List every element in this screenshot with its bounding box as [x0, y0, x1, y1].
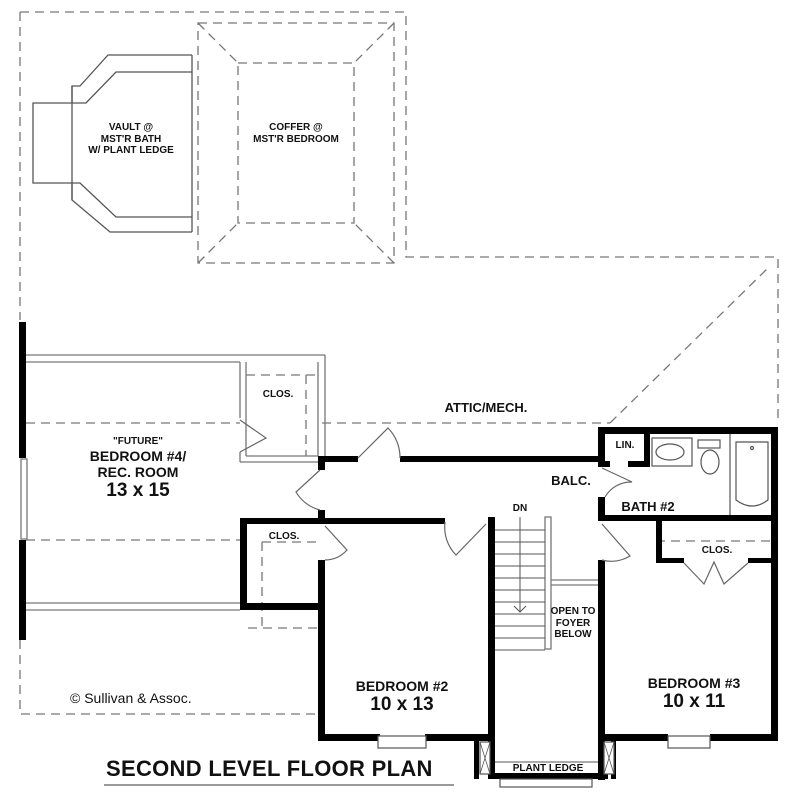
title-underline: [104, 784, 454, 786]
bedroom4-dims: 13 x 15: [106, 479, 170, 501]
open-foyer-line-1: OPEN TO: [550, 606, 596, 617]
bedroom2-name: BEDROOM #2: [355, 678, 449, 694]
coffer-line-1: COFFER @: [269, 122, 323, 133]
bedroom3-dims: 10 x 11: [662, 691, 726, 713]
coffer-outer: [197, 22, 395, 264]
closet-b2-label: CLOS.: [268, 531, 300, 542]
vault-outline: [32, 54, 192, 233]
bedroom4-name: BEDROOM #4/: [89, 447, 187, 464]
staircase: [495, 517, 598, 763]
open-foyer-label: OPEN TO FOYER BELOW: [551, 606, 596, 641]
vault-line-1: VAULT @: [108, 122, 154, 133]
plan-title: SECOND LEVEL FLOOR PLAN: [106, 756, 433, 781]
open-foyer-line-2: FOYER: [555, 617, 591, 629]
closet-b4-label: CLOS.: [262, 389, 294, 400]
bedroom3-label: BEDROOM #3 10 x 11: [648, 675, 741, 713]
bedroom4-tag: "FUTURE": [112, 436, 164, 447]
copyright-notice: © Sullivan & Assoc.: [70, 690, 192, 706]
bath2-label: BATH #2: [621, 499, 675, 514]
bedroom2-label: BEDROOM #2 10 x 13: [356, 678, 449, 716]
roof-outline-dashed: [20, 11, 779, 420]
vault-line-3: W/ PLANT LEDGE: [88, 145, 174, 156]
bedroom4-name2: REC. ROOM: [97, 463, 179, 480]
coffer-label: COFFER @ MST'R BEDROOM: [253, 122, 339, 145]
vault-line-2: MST'R BATH: [100, 133, 162, 145]
bedroom3-name: BEDROOM #3: [647, 675, 741, 691]
coffer-inner: [237, 62, 355, 224]
plant-ledge-label: PLANT LEDGE: [512, 763, 584, 774]
balcony-label: BALC.: [551, 473, 591, 488]
coffer-line-2: MST'R BEDROOM: [253, 133, 339, 145]
open-foyer-line-3: BELOW: [554, 629, 592, 640]
walls: [19, 322, 778, 780]
bedroom2-dims: 10 x 13: [370, 694, 434, 716]
bath-fixtures: [651, 434, 769, 515]
attic-label: ATTIC/MECH.: [444, 400, 528, 415]
linen-label: LIN.: [615, 440, 635, 451]
stairs-dn-label: DN: [512, 503, 528, 514]
closet-b3-label: CLOS.: [701, 545, 733, 556]
bedroom4-label: "FUTURE" BEDROOM #4/ REC. ROOM 13 x 15: [90, 436, 186, 502]
vault-label: VAULT @ MST'R BATH W/ PLANT LEDGE: [88, 122, 174, 157]
